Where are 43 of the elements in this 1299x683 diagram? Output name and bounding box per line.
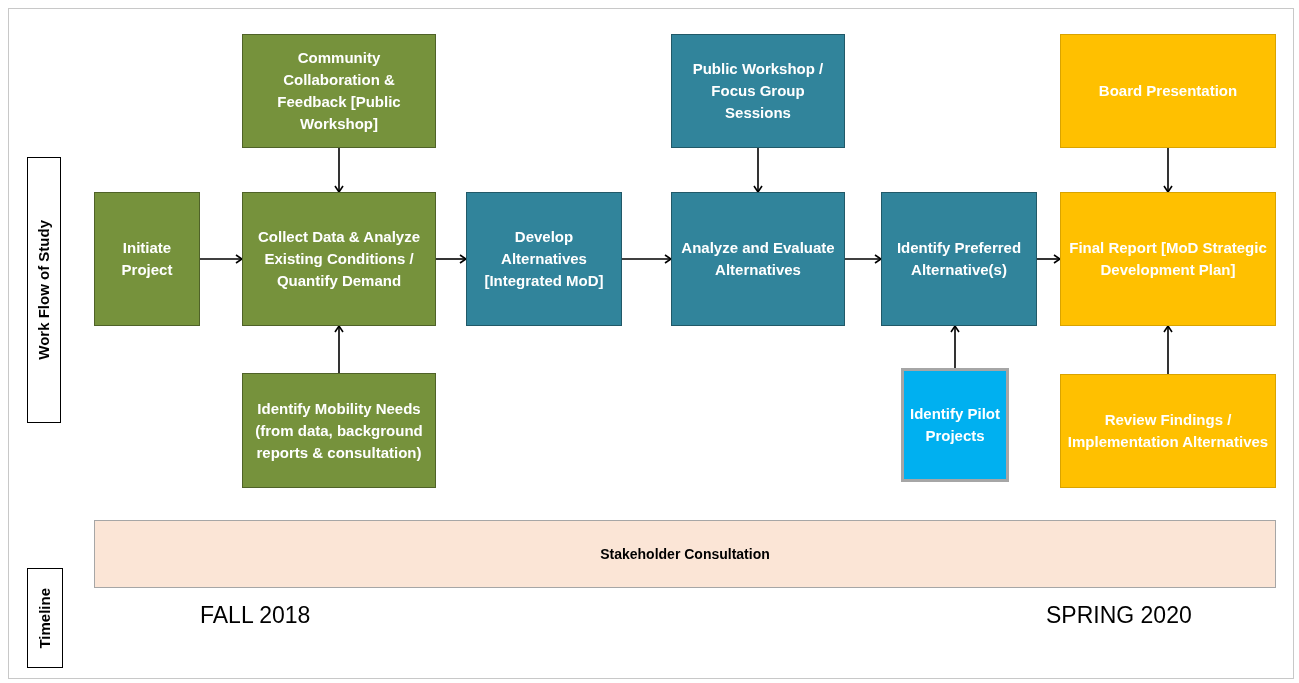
process-box <box>466 192 622 326</box>
process-box <box>1060 192 1276 326</box>
process-box <box>671 192 845 326</box>
process-box <box>94 192 200 326</box>
side-label: Work Flow of Study <box>34 220 53 360</box>
node-label: Final Report [MoD Strategic Development Plan] <box>1068 238 1268 280</box>
arrow <box>1163 147 1173 193</box>
node-label: Initiate Project <box>120 238 174 280</box>
node-label: Stakeholder Consultation <box>599 545 771 564</box>
process-box <box>1060 34 1276 148</box>
arrow <box>334 147 344 193</box>
side-label-box <box>27 568 63 668</box>
process-box <box>901 368 1009 482</box>
date-label: SPRING 2020 <box>1046 602 1192 629</box>
node-label: Board Presentation <box>1097 81 1239 101</box>
process-box <box>242 373 436 488</box>
process-box <box>671 34 845 148</box>
arrow <box>844 254 882 264</box>
process-box <box>881 192 1037 326</box>
process-box <box>242 192 436 326</box>
node-label: Review Findings / Implementation Alternatives <box>1066 410 1270 452</box>
timeline-band <box>94 520 1276 588</box>
node-label: Collect Data & Analyze Existing Conditions / Quantify Demand <box>257 227 421 291</box>
node-label: Develop Alternatives [Integrated MoD] <box>483 227 605 291</box>
node-label: Identify Mobility Needs (from data, background reports & consultation) <box>254 398 424 463</box>
arrow <box>435 254 467 264</box>
arrow <box>753 147 763 193</box>
process-box <box>1060 374 1276 488</box>
node-label: Analyze and Evaluate Alternatives <box>680 238 836 280</box>
arrow <box>1036 254 1061 264</box>
node-label: Identify Pilot Projects <box>909 404 1001 446</box>
arrow <box>621 254 672 264</box>
node-label: Community Collaboration & Feedback [Public Workshop] <box>276 48 402 134</box>
node-label: Identify Preferred Alternative(s) <box>895 238 1023 280</box>
arrow <box>334 325 344 374</box>
side-label: Timeline <box>35 587 54 649</box>
arrow <box>950 325 960 369</box>
arrow <box>1163 325 1173 375</box>
side-label-box <box>27 157 61 423</box>
date-label: FALL 2018 <box>200 602 311 629</box>
node-label: Public Workshop / Focus Group Sessions <box>691 59 825 123</box>
arrow <box>199 254 243 264</box>
process-box <box>242 34 436 148</box>
